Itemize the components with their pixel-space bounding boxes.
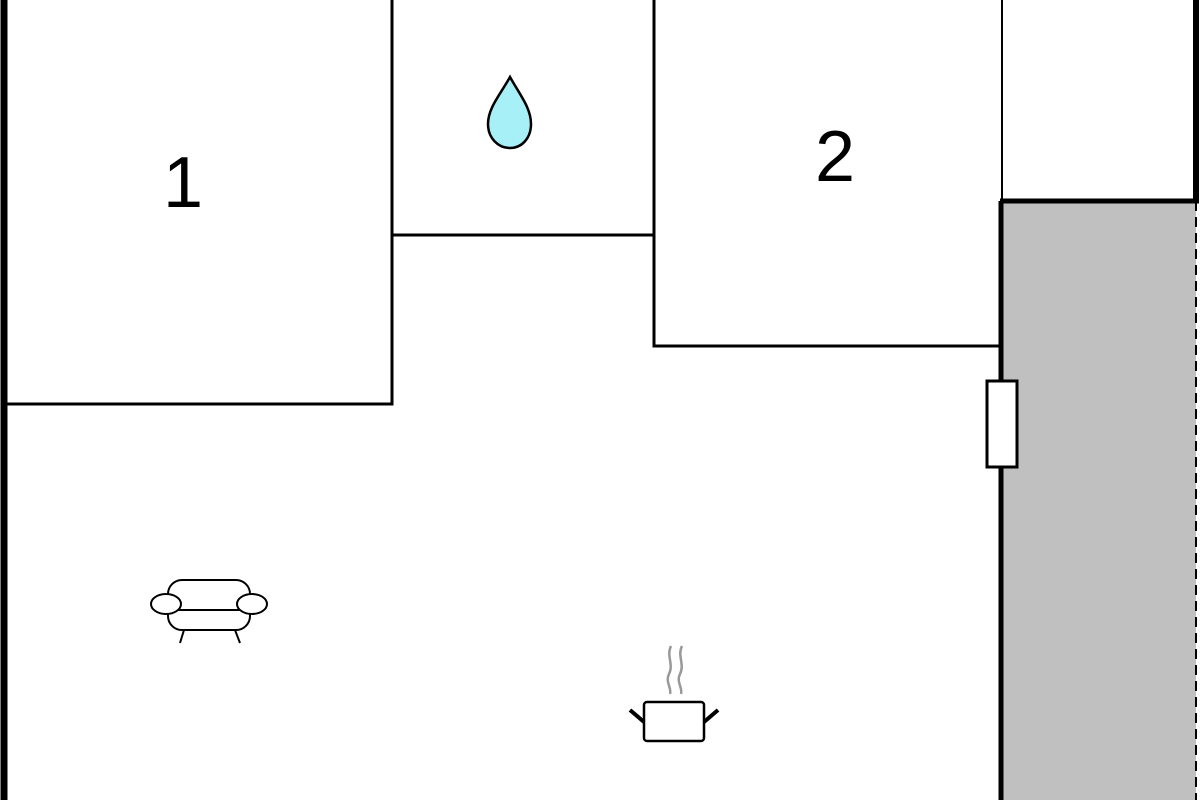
room-2-walls	[652, 0, 1001, 348]
cooking-pot-icon	[628, 645, 720, 743]
sofa-icon	[150, 579, 268, 644]
room-1-label: 1	[162, 143, 204, 223]
terrace-area	[1002, 201, 1196, 800]
room-2-label: 2	[814, 117, 856, 197]
room-1-walls	[4, 0, 394, 406]
terrace-door	[985, 379, 1019, 469]
water-drop-icon	[486, 74, 533, 150]
